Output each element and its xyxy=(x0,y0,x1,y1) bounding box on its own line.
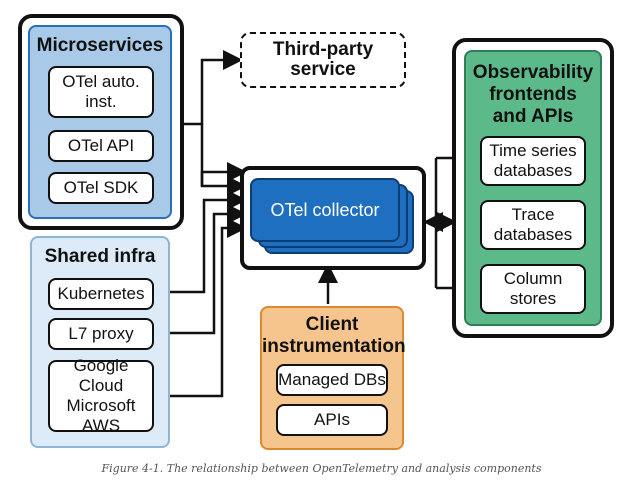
client-instrumentation-title: Client instrumentation xyxy=(262,314,406,357)
figure-caption: Figure 4-1. The relationship between Ope… xyxy=(101,462,542,475)
wire-micro-to-collector xyxy=(200,124,247,196)
trace-databases-item: Trace databases xyxy=(480,200,586,250)
cloud-providers-item: Google Cloud Microsoft AWS xyxy=(48,356,154,435)
microservices-title: Microservices xyxy=(36,35,164,56)
wire-micro-to-collector-2 xyxy=(200,162,247,186)
kubernetes-item: Kubernetes xyxy=(48,278,154,310)
column-stores-item: Column stores xyxy=(480,264,586,314)
observability-title: Observability frontends and APIs xyxy=(472,62,594,127)
otel-api-item: OTel API xyxy=(48,130,154,162)
otel-collector: OTel collector xyxy=(250,178,400,242)
otel-auto-inst-item: OTel auto. inst. xyxy=(48,66,154,118)
time-series-databases-item: Time series databases xyxy=(480,136,586,186)
wire-kubernetes-to-collector xyxy=(152,190,247,294)
apis-item: APIs xyxy=(276,404,388,436)
wire-cloud-to-collector xyxy=(152,218,247,398)
l7-proxy-item: L7 proxy xyxy=(48,318,154,350)
otel-sdk-item: OTel SDK xyxy=(48,172,154,204)
shared-infra-title: Shared infra xyxy=(44,246,156,267)
wire-micro-to-thirdparty xyxy=(172,50,243,126)
wire-l7-to-collector xyxy=(152,204,247,335)
third-party-service: Third-party service xyxy=(240,32,406,88)
managed-dbs-item: Managed DBs xyxy=(276,364,388,396)
